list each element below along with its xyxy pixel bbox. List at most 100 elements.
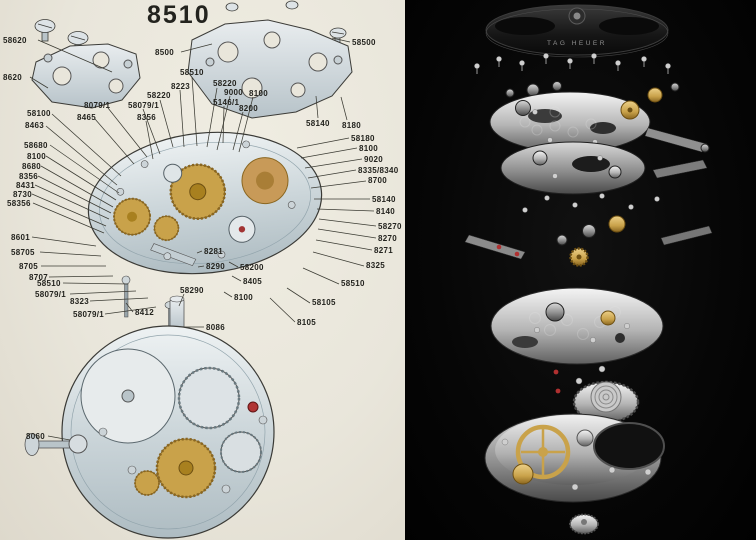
part-label: 8060 — [26, 432, 45, 441]
leader-line — [107, 107, 148, 158]
part-label: 58079/1 — [128, 101, 160, 110]
exploded-photo: TAG HEUER — [464, 4, 713, 535]
part-label: 58705 — [11, 248, 35, 257]
leader-line — [142, 108, 161, 155]
leader-line — [31, 193, 107, 227]
part-label: 58079/1 — [35, 290, 67, 299]
winding-stem — [24, 433, 88, 456]
lower-components — [553, 365, 640, 424]
ratchet-wheel — [572, 380, 640, 424]
part-label: 58105 — [312, 298, 336, 307]
part-label: 8465 — [77, 113, 96, 122]
leader-line — [180, 43, 213, 53]
leader-line — [31, 236, 97, 247]
leader-line — [238, 96, 254, 153]
leader-line — [125, 302, 134, 313]
leader-line — [222, 105, 225, 144]
leader-line — [104, 306, 157, 315]
part-label: 9020 — [364, 155, 383, 164]
part-label: 8271 — [374, 246, 393, 255]
leader-line — [37, 39, 113, 73]
leader-lines — [29, 37, 377, 441]
part-label: 8700 — [368, 176, 387, 185]
part-label: 8100 — [249, 89, 268, 98]
part-label: 8730 — [13, 190, 32, 199]
leader-line — [39, 251, 102, 257]
part-label: 8223 — [171, 82, 190, 91]
part-label: 58510 — [341, 279, 365, 288]
part-label: 8100 — [27, 152, 46, 161]
part-label: 8335/8340 — [358, 166, 399, 175]
photo-panel: TAG HEUER — [405, 0, 756, 540]
leader-line — [318, 218, 377, 227]
base-movement-drawing — [24, 325, 275, 539]
part-label: 8323 — [70, 297, 89, 306]
part-label: 8100 — [359, 144, 378, 153]
screw-icon — [34, 19, 56, 42]
part-label: 8431 — [16, 181, 35, 190]
part-label: 8405 — [243, 277, 262, 286]
leader-line — [310, 180, 367, 189]
leader-line — [40, 165, 114, 208]
part-label: 5146/1 — [213, 98, 240, 107]
leader-line — [304, 158, 363, 169]
part-label: 8356 — [137, 113, 156, 122]
part-label: 58140 — [306, 119, 330, 128]
leader-line — [269, 297, 296, 323]
part-label: 8105 — [297, 318, 316, 327]
part-label: 58220 — [213, 79, 237, 88]
leader-line — [316, 208, 375, 212]
part-label: 58510 — [37, 279, 61, 288]
leader-line — [49, 144, 120, 194]
leader-line — [300, 147, 358, 159]
leader-line — [196, 250, 203, 254]
part-label: 8100 — [234, 293, 253, 302]
dark-ring — [593, 422, 665, 470]
jewel-icon — [555, 388, 561, 394]
brand-text: TAG HEUER — [547, 40, 607, 47]
leader-line — [34, 184, 110, 220]
part-label: 58200 — [240, 263, 264, 272]
part-label: 58356 — [7, 199, 31, 208]
leader-line — [62, 282, 129, 285]
leader-line — [47, 435, 71, 441]
part-label: 58290 — [180, 286, 204, 295]
column-wheel — [569, 247, 589, 267]
part-label: 8290 — [206, 262, 225, 271]
leader-line — [315, 95, 319, 119]
leader-line — [206, 87, 218, 148]
leader-line — [179, 89, 185, 148]
part-label: 8281 — [204, 247, 223, 256]
part-label: 8325 — [366, 261, 385, 270]
leader-line — [191, 76, 198, 147]
part-label: 8079/1 — [84, 101, 111, 110]
leader-line — [231, 275, 242, 282]
leader-line — [228, 261, 239, 268]
part-label: 8620 — [3, 73, 22, 82]
bridge-plate-photo-1 — [489, 91, 710, 153]
leader-line — [197, 265, 205, 268]
part-label: 8705 — [19, 262, 38, 271]
main-movement-drawing — [87, 131, 323, 275]
part-label: 58180 — [351, 134, 375, 143]
mid-components — [464, 193, 713, 267]
leader-line — [302, 267, 340, 285]
part-label: 8356 — [19, 172, 38, 181]
leader-line — [159, 99, 174, 148]
leader-line — [69, 290, 137, 295]
leader-line — [223, 291, 233, 298]
leader-line — [145, 120, 154, 160]
part-label: 58510 — [180, 68, 204, 77]
leader-line — [37, 175, 112, 214]
part-label: 9000 — [224, 88, 243, 97]
leader-line — [48, 275, 114, 278]
leader-line — [296, 137, 350, 149]
part-label: 8463 — [25, 121, 44, 130]
part-label: 8601 — [11, 233, 30, 242]
jewel-icon — [553, 369, 559, 375]
base-assembly-photo — [484, 413, 665, 503]
part-label: 8180 — [342, 121, 361, 130]
leader-line — [312, 251, 365, 267]
part-label: 58100 — [27, 109, 51, 118]
